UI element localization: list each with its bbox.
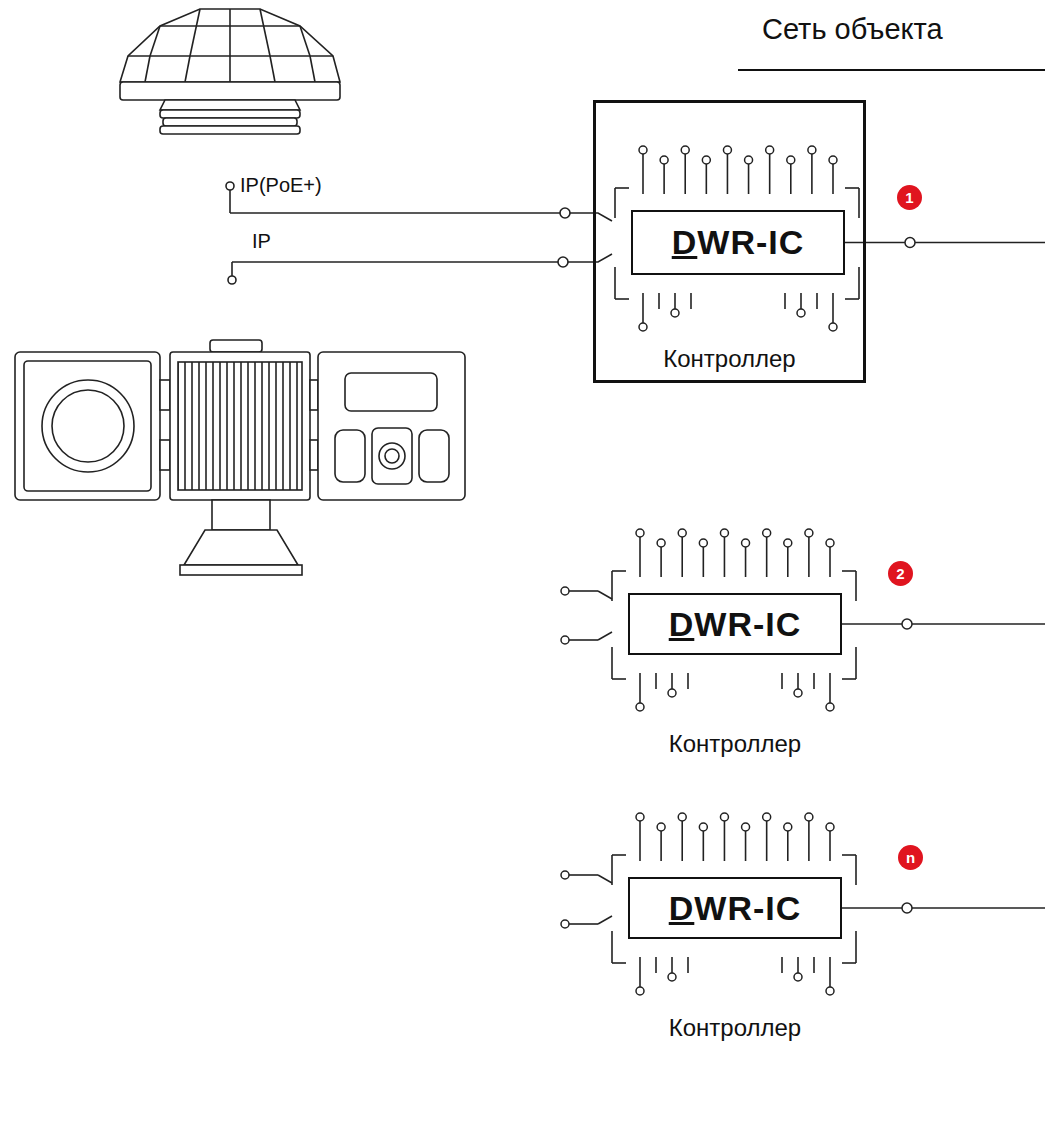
callout-number: 2 (888, 561, 913, 586)
controller-chip: DWR-IC (631, 210, 845, 275)
pan-tilt-unit (15, 340, 465, 575)
chip-label: DWR-IC (669, 889, 802, 928)
controller-caption: Контроллер (667, 730, 803, 758)
roof-ventilator (120, 9, 340, 134)
signal-name: IP (252, 230, 271, 253)
callout-number: n (898, 845, 923, 870)
controller-chip: DWR-ICКонтроллер (628, 593, 842, 655)
controller-housing: Контроллер DWR-IC (593, 100, 866, 383)
chip-label: DWR-IC (669, 605, 802, 644)
controller-caption: Контроллер (661, 345, 797, 373)
input-wires (226, 182, 612, 284)
controller-chip: DWR-ICКонтроллер (628, 877, 842, 939)
chip-pins (561, 146, 1045, 995)
chip-label: DWR-IC (672, 223, 805, 262)
controller-caption: Контроллер (667, 1014, 803, 1042)
diagram-title: Сеть объекта (762, 13, 943, 46)
callout-number: 1 (897, 185, 922, 210)
title-rule (738, 69, 1045, 71)
signal-name: IP(PoE+) (240, 174, 322, 197)
